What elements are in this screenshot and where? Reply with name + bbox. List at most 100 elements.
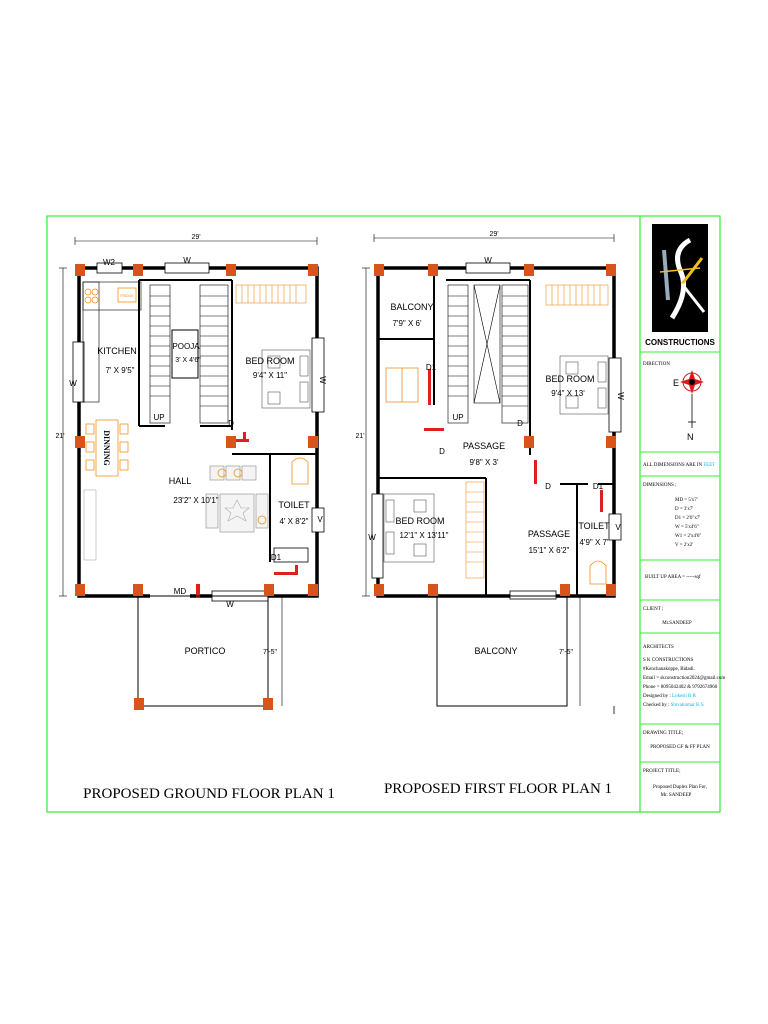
ff-passage2-name: PASSAGE [528, 529, 570, 539]
ff-label-d1-right: D1 [593, 482, 604, 491]
gf-kitchen-size: 7' X 9'5" [105, 366, 134, 375]
project-title-line-2: Mr. SANDEEP [661, 793, 692, 798]
firm-name: S K CONSTRUCTIONS [643, 658, 694, 663]
gf-label-w-top: W [183, 256, 191, 265]
dimensions-note: ALL DIMENSIONS ARE IN FEET [643, 463, 715, 468]
drawing-title: PROPOSED GF & FF PLAN [650, 745, 710, 750]
ff-balcony-dim: 7'-5" [559, 649, 573, 656]
ff-label-d-right: D [517, 419, 523, 428]
ff-bedroom2-name: BED ROOM [395, 516, 444, 526]
gf-window-w2 [96, 262, 123, 274]
gf-label-w2: W2 [103, 258, 116, 267]
ff-columns [374, 264, 616, 596]
ff-height-dimension: 21' [355, 433, 364, 440]
ff-passage2-size: 15'1" X 6'2" [529, 546, 570, 555]
dimension-w1: W1 = 2'x4'6" [675, 534, 701, 539]
gf-label-w-bottom: W [226, 600, 234, 609]
ff-label-w-top: W [484, 256, 492, 265]
ff-bedroom1-size: 9'4" X 13' [551, 389, 585, 398]
ff-label-v: V [615, 523, 621, 532]
ff-wardrobe-mid [465, 481, 485, 579]
gf-toilet-basin [273, 547, 309, 563]
ff-passage1-size: 9'8" X 3' [469, 458, 498, 467]
gf-portico-dim: 7'-5" [263, 649, 277, 656]
ff-bedroom2-size: 12'1" X 13'11" [399, 531, 448, 540]
gf-kitchen-name: KITCHEN [97, 346, 137, 356]
gf-dining-table [85, 419, 129, 477]
client-name: Mr.SANDEEP [662, 621, 692, 626]
ff-label-d1-top: D1 [426, 363, 437, 372]
gf-sofa-set [205, 465, 269, 533]
title-block: CONSTRUCTIONS DIRECTION E N ALL DIMENSIO… [640, 224, 725, 798]
gf-ventilator [311, 507, 325, 533]
ff-ventilator [608, 513, 622, 541]
ff-balcony-bottom [436, 595, 568, 707]
gf-toilet-size: 4' X 8'2" [279, 517, 308, 526]
gf-label-w-left: W [69, 379, 77, 388]
gf-hall-size: 23'2" X 10'1" [173, 496, 218, 505]
gf-columns [75, 264, 318, 710]
gf-pooja-room [171, 329, 199, 379]
project-title-heading: PROJECT TITLE; [643, 769, 680, 774]
designed-by: Designed by : Lokesh B R [643, 694, 697, 699]
gf-bedroom-size: 9'4" X 11" [253, 371, 287, 380]
ff-wc-icon [589, 560, 607, 585]
gf-staircase [149, 284, 229, 424]
gf-label-fridge: FRIDGE [120, 294, 134, 298]
ff-staircase [447, 284, 529, 424]
gf-flower-rug [224, 499, 250, 522]
dimension-d1: D1 = 2'6"x7' [675, 516, 700, 521]
gf-pooja-size: 3' X 4'6" [175, 357, 201, 364]
direction-label: DIRECTION [643, 362, 670, 367]
ff-balcony-top-size: 7'9" X 6' [392, 319, 421, 328]
ff-wardrobe-left [385, 367, 419, 403]
gf-wc-icon [291, 457, 309, 485]
gf-pooja-name: POOJA [172, 342, 200, 351]
gf-bedroom-name: BED ROOM [245, 356, 294, 366]
gf-window-left [72, 341, 85, 403]
sheet-border [46, 215, 721, 813]
ff-balcony-bottom-name: BALCONY [474, 646, 517, 656]
ff-label-d-left: D [439, 447, 445, 456]
ff-doors [424, 369, 603, 512]
gf-label-d1: D1 [271, 553, 282, 562]
ff-window-left [371, 493, 384, 579]
ff-width-dimension: 29' [489, 231, 498, 238]
dimension-v: V = 2'x2' [675, 543, 693, 548]
gf-label-w-right: W [318, 376, 327, 384]
sk-logo-mark [659, 237, 706, 320]
gf-stove-icon [84, 288, 99, 304]
ff-window-right [608, 357, 622, 433]
architects-heading: ARCHITECTS [643, 645, 674, 650]
ground-floor-plan: 29' 21' W2 W W W V W MD [55, 234, 334, 802]
ff-balcony-top-name: BALCONY [390, 302, 433, 312]
ff-label-up: UP [452, 413, 463, 422]
sk-logo [652, 224, 708, 332]
ff-toilet-size: 4'9" X 7' [579, 538, 608, 547]
gf-fridge [117, 287, 137, 303]
ff-bed-1 [559, 355, 609, 415]
compass-e: E [673, 378, 679, 388]
ff-bed-2 [383, 493, 435, 563]
dimensions-heading: DIMENSIONS ; [643, 483, 676, 488]
gf-label-d: D [228, 419, 234, 428]
gf-wardrobe [235, 284, 307, 304]
gf-height-dimension: 21' [55, 433, 64, 440]
compass-icon [680, 370, 704, 428]
dimension-w: W = 5'x4'6" [675, 525, 699, 530]
gf-kitchen-counter [82, 281, 142, 403]
logo-text: CONSTRUCTIONS [645, 338, 715, 347]
gf-width-dimension: 29' [191, 234, 200, 241]
dimension-md: MD = 5'x7' [675, 498, 698, 503]
gf-bed [261, 349, 311, 409]
built-up-area: BUILT UP AREA = -----sqf [645, 575, 701, 580]
dimension-d: D = 3'x7' [675, 507, 693, 512]
firm-email: Email = skconstruction2024@gmail.com [643, 676, 725, 681]
firm-address: #Kenchanakoppe, Bidadi. [643, 667, 695, 672]
gf-plan-title: PROPOSED GROUND FLOOR PLAN 1 [83, 786, 335, 802]
project-title-line-1: Proposed Duplex Plan For, [653, 785, 707, 790]
ff-label-d-mid: D [545, 482, 551, 491]
gf-label-up: UP [153, 413, 164, 422]
gf-shoe-rack [83, 489, 97, 561]
